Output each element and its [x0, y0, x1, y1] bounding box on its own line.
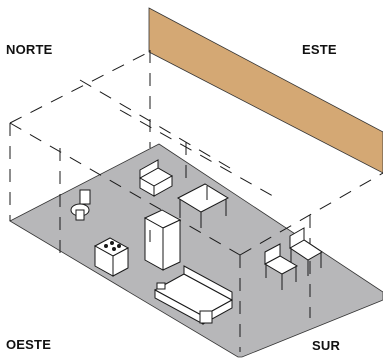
dashed-wall-outline [9, 50, 383, 352]
armchair-icon [138, 159, 174, 197]
kitchen-stove-icon [93, 237, 130, 277]
compass-label-south: SUR [312, 338, 341, 353]
table-icon [176, 183, 230, 228]
compass-label-east: ESTE [302, 42, 337, 57]
sofa-bed-icon [153, 265, 234, 325]
room-floor [9, 143, 383, 358]
refrigerator-icon [143, 209, 182, 271]
compass-label-west: OESTE [6, 337, 52, 352]
toilet-icon [70, 189, 91, 221]
east-wall [148, 7, 383, 174]
compass-label-north: NORTE [6, 42, 53, 57]
chair-icon [289, 227, 323, 276]
chair-icon [263, 243, 299, 290]
